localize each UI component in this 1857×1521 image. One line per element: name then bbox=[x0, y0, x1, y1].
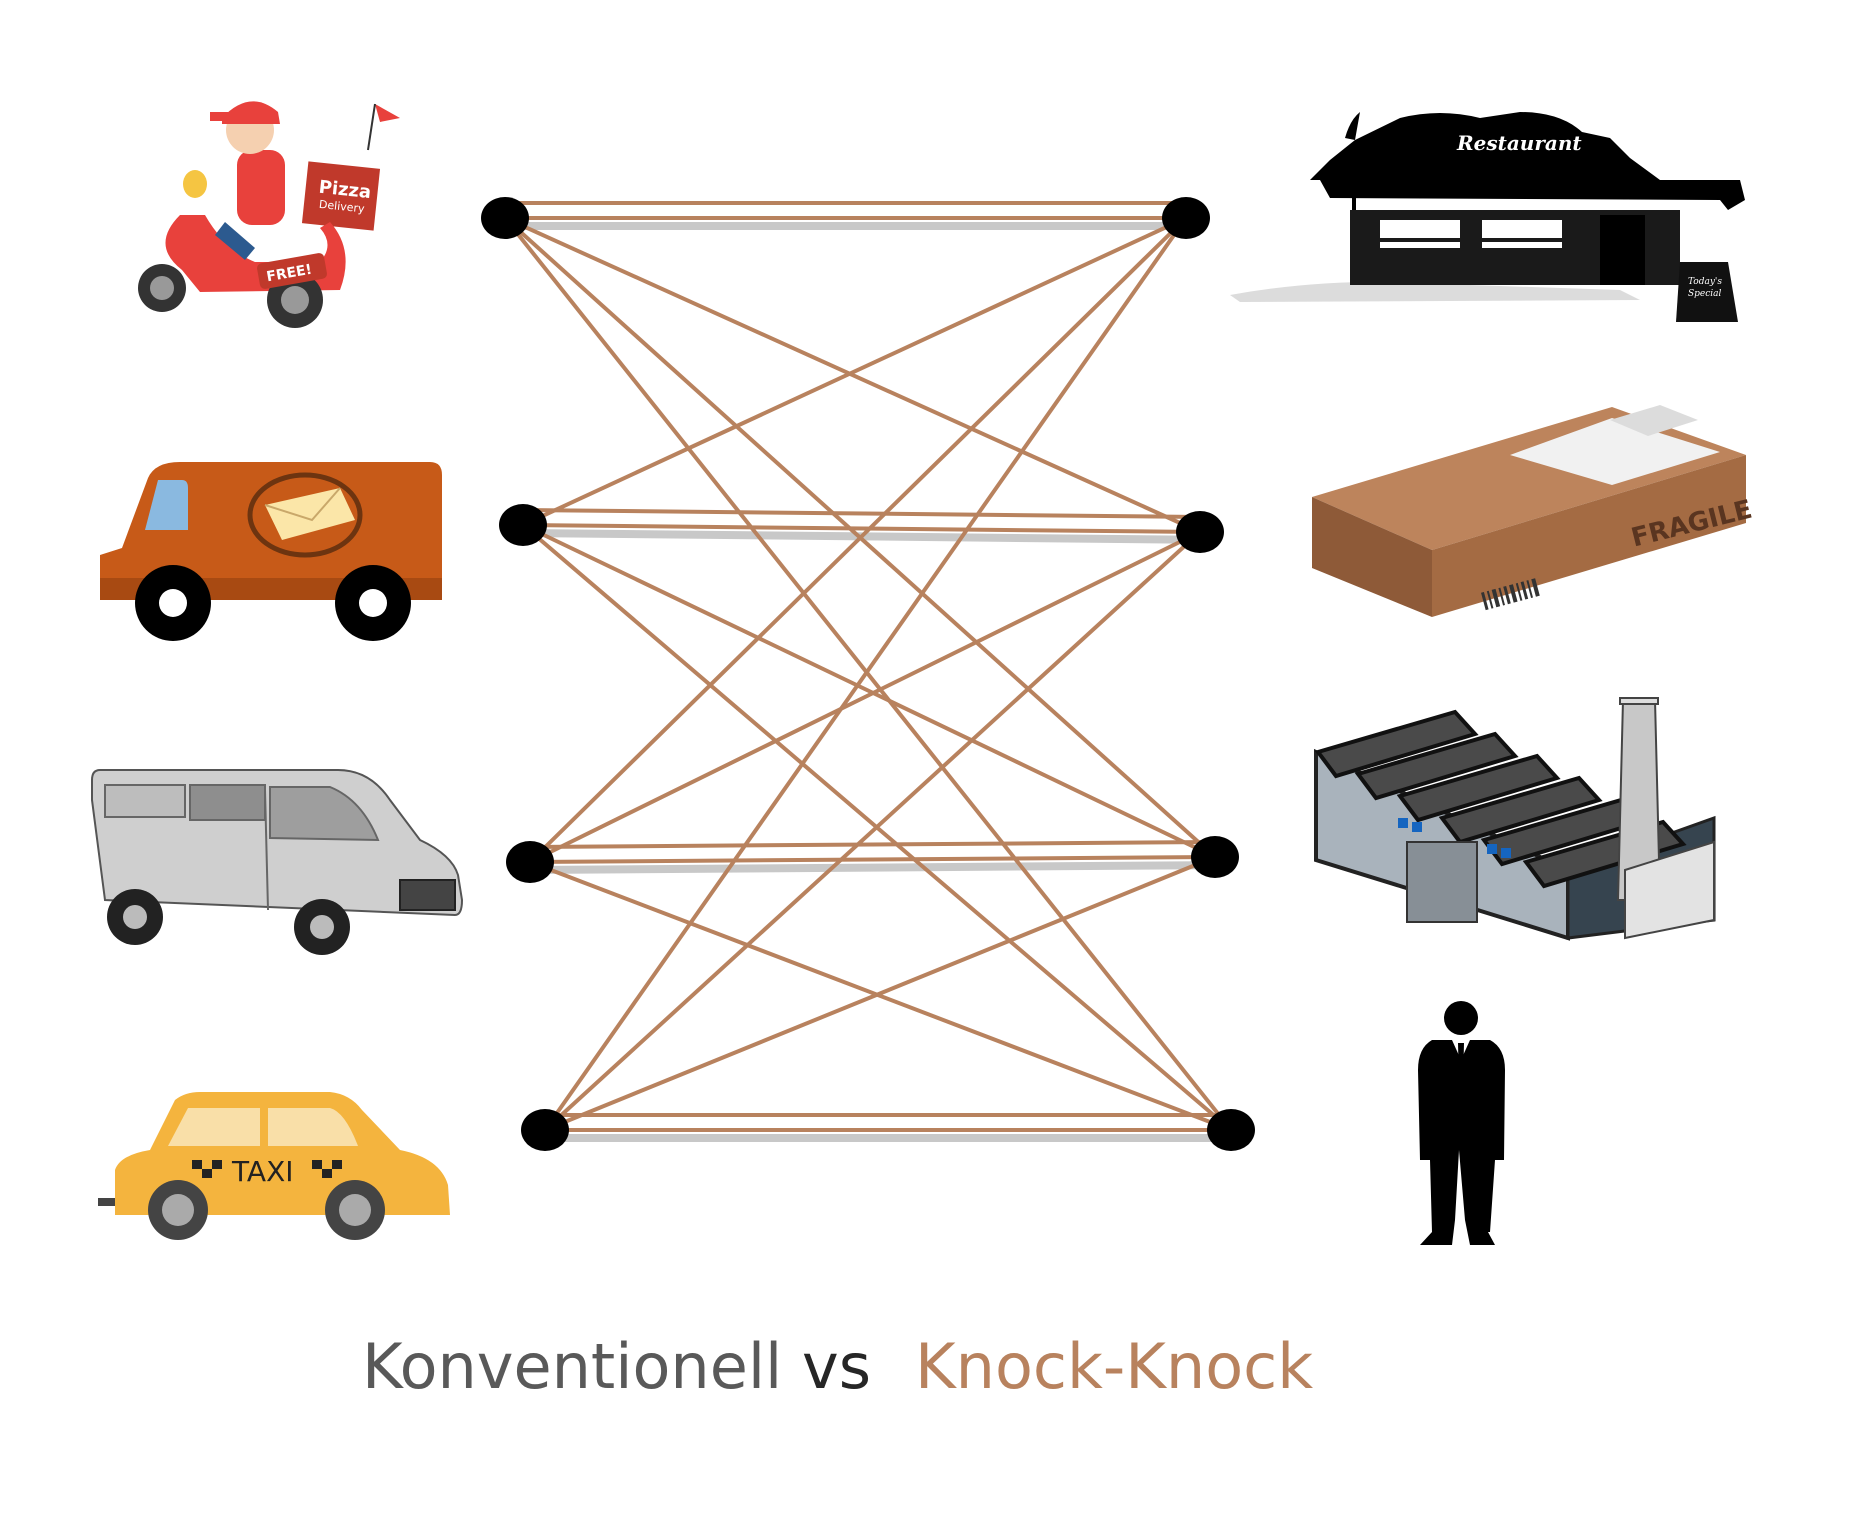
network-nodes bbox=[481, 197, 1255, 1151]
knock-link-2-2 bbox=[522, 523, 1201, 534]
conventional-link-3 bbox=[529, 861, 1236, 874]
knock-link-3-3 bbox=[529, 855, 1216, 864]
conventional-link-2 bbox=[522, 529, 1221, 544]
left-node-3 bbox=[506, 841, 554, 883]
knock-link-2-1 bbox=[522, 216, 1187, 527]
mail-van-icon bbox=[100, 462, 442, 641]
todays-label: Today's bbox=[1688, 277, 1722, 287]
taxi-label: TAXI bbox=[231, 1155, 294, 1188]
businessman-icon bbox=[1418, 1001, 1505, 1245]
parcel-icon: FRAGILE bbox=[1312, 405, 1755, 617]
special-label: Special bbox=[1688, 289, 1722, 299]
knock-link-4-2 bbox=[543, 530, 1202, 1132]
legend-konventionell: Konventionell bbox=[362, 1330, 783, 1403]
right-node-1 bbox=[1162, 197, 1210, 239]
conventional-links bbox=[505, 222, 1251, 1142]
factory-icon bbox=[1314, 697, 1716, 941]
knock-top-link-2 bbox=[522, 508, 1201, 519]
delivery-label: Delivery bbox=[318, 198, 365, 216]
scooter-delivery-icon: Pizza Delivery FREE! bbox=[138, 101, 400, 328]
knock-link-1-4 bbox=[503, 216, 1233, 1132]
silver-van-icon bbox=[91, 769, 464, 955]
knock-link-2-3 bbox=[522, 523, 1216, 859]
left-node-2 bbox=[499, 504, 547, 546]
restaurant-icon: Restaurant Today's Special bbox=[1230, 112, 1745, 322]
right-node-2 bbox=[1176, 511, 1224, 553]
knock-link-3-4 bbox=[529, 860, 1232, 1132]
knock-link-1-2 bbox=[504, 216, 1201, 534]
knock-link-3-2 bbox=[529, 530, 1201, 864]
free-label: FREE! bbox=[265, 262, 313, 286]
right-node-4 bbox=[1207, 1109, 1255, 1151]
legend-vs: vs bbox=[802, 1330, 871, 1403]
knock-knock-links bbox=[503, 201, 1233, 1132]
restaurant-label: Restaurant bbox=[1456, 131, 1582, 155]
knock-link-3-1 bbox=[528, 216, 1188, 864]
knock-top-link-3 bbox=[529, 840, 1216, 849]
knock-link-4-3 bbox=[544, 855, 1216, 1132]
left-node-1 bbox=[481, 197, 529, 239]
legend-knock-knock: Knock-Knock bbox=[915, 1330, 1314, 1403]
knock-link-4-1 bbox=[543, 216, 1188, 1132]
left-node-4 bbox=[521, 1109, 569, 1151]
taxi-icon: TAXI bbox=[98, 1092, 450, 1240]
right-node-3 bbox=[1191, 836, 1239, 878]
